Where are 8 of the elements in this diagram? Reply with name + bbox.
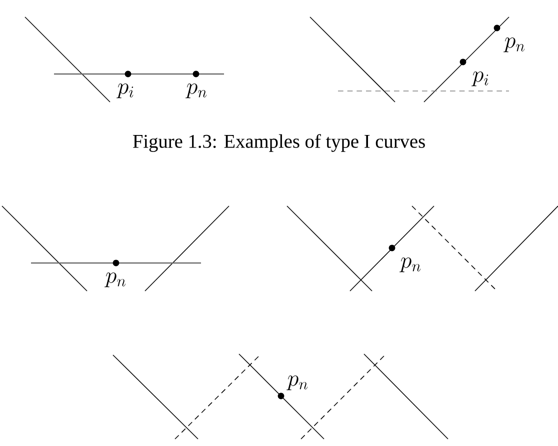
point-label: $p_n$ <box>104 272 126 288</box>
point-label: $p_n$ <box>504 38 525 52</box>
point-label: $p_i$ <box>472 72 488 86</box>
point-label: $p_n$ <box>286 376 308 390</box>
point-label: $p_i$ <box>116 84 134 98</box>
point-label: $p_n$ <box>186 84 207 98</box>
point-label: $p_n$ <box>400 258 421 272</box>
caption: Figure 1.3: Examples of type I curves <box>133 134 425 152</box>
